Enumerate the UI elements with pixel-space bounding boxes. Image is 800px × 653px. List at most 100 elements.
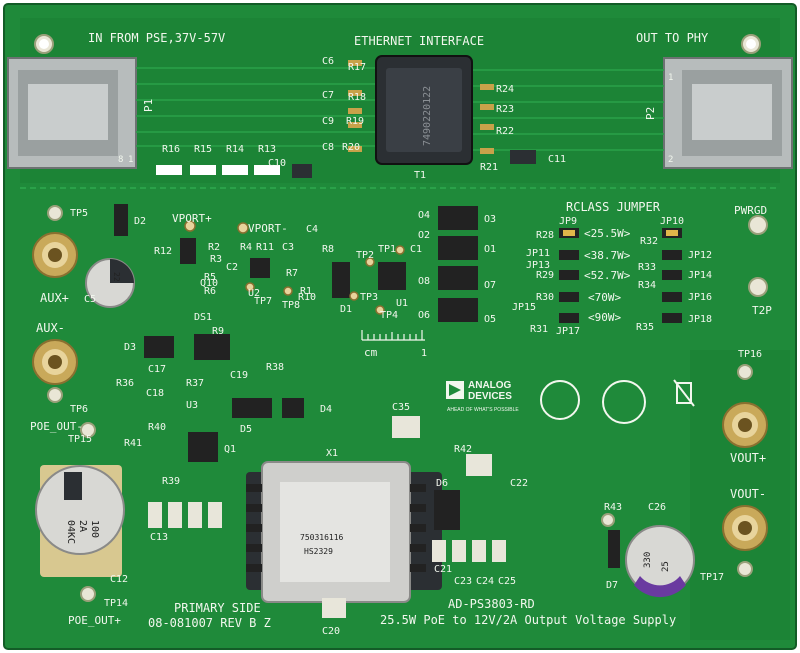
- top-smd-parts: [348, 60, 494, 154]
- p2-pin1: 1: [668, 73, 673, 83]
- ref-r30: R30: [536, 292, 554, 303]
- t1-part-number: 7490220122: [422, 86, 433, 146]
- rj45-p2-connector[interactable]: [663, 57, 793, 169]
- ref-r9: R9: [212, 326, 224, 337]
- ref-d2: D2: [134, 216, 146, 227]
- rclass-option-4: <70W>: [588, 291, 621, 304]
- ref-tp5: TP5: [70, 208, 88, 219]
- ref-r7: R7: [286, 268, 298, 279]
- ref-tp16: TP16: [738, 349, 762, 360]
- ref-o6: O6: [418, 310, 430, 321]
- c12-rating: 2A: [77, 520, 88, 532]
- ref-c26: C26: [648, 502, 666, 513]
- ref-c22: C22: [510, 478, 528, 489]
- rj45-p1-connector[interactable]: [7, 57, 137, 169]
- c12-electrolytic-capacitor: [35, 465, 125, 577]
- ref-c12: C12: [110, 574, 128, 585]
- ref-jp10: JP10: [660, 216, 684, 227]
- ref-r33: R33: [638, 262, 656, 273]
- ref-jp16: JP16: [688, 292, 712, 303]
- vout-plus-jack[interactable]: [722, 402, 768, 448]
- ref-jp15: JP15: [512, 302, 536, 313]
- ref-jp13: JP13: [526, 260, 550, 271]
- t1-marking: 7490220122: [422, 86, 433, 146]
- lower-smd-parts: [148, 416, 506, 618]
- ref-tp14: TP14: [104, 598, 128, 609]
- ref-q1: Q1: [224, 444, 236, 455]
- t1-ref: T1: [414, 170, 426, 181]
- ref-r3: R3: [210, 254, 222, 265]
- c26-rating: 25: [661, 561, 671, 572]
- ref-r39: R39: [162, 476, 180, 487]
- ref-u3: U3: [186, 400, 198, 411]
- ref-r8: R8: [322, 244, 334, 255]
- ref-q10: Q10: [200, 278, 218, 289]
- ref-r15: R15: [194, 144, 212, 155]
- ref-c5: C5: [84, 294, 96, 305]
- ref-r24: R24: [496, 84, 514, 95]
- component-markings: 750316116 HS2329 100 2A 04KC 22 330 25: [65, 272, 671, 572]
- x1-part-number: 750316116: [300, 533, 344, 542]
- c12-value: 100: [89, 520, 100, 538]
- t2p-label: T2P: [752, 304, 772, 317]
- ref-d6: D6: [436, 478, 448, 489]
- test-points[interactable]: [184, 220, 405, 315]
- ref-r29: R29: [536, 270, 554, 281]
- ref-tp1: TP1: [378, 244, 396, 255]
- t1-ethernet-transformer: [375, 55, 473, 165]
- ref-tp17: TP17: [700, 572, 724, 583]
- aux-minus-label: AUX-: [36, 321, 65, 335]
- aux-plus-jack[interactable]: [32, 232, 78, 278]
- ref-d4: D4: [320, 404, 332, 415]
- mosfet-array: [438, 206, 478, 322]
- ref-r18: R18: [348, 92, 366, 103]
- ref-tp7: TP7: [254, 296, 272, 307]
- ref-c23: C23: [454, 576, 472, 587]
- rclass-option-5: <90W>: [588, 311, 621, 324]
- ref-c1: C1: [410, 244, 422, 255]
- ref-r6: R6: [204, 286, 216, 297]
- ref-d5: D5: [240, 424, 252, 435]
- ref-r32: R32: [640, 236, 658, 247]
- ref-tp3: TP3: [360, 292, 378, 303]
- vout-minus-jack[interactable]: [722, 505, 768, 551]
- aux-minus-jack[interactable]: [32, 339, 78, 385]
- ref-o3: O3: [484, 214, 496, 225]
- ref-c4: C4: [306, 224, 318, 235]
- certification-marks: [540, 379, 695, 424]
- ref-c2: C2: [226, 262, 238, 273]
- ref-r19: R19: [346, 116, 364, 127]
- p2-pin2: 2: [668, 155, 673, 165]
- ref-r14: R14: [226, 144, 244, 155]
- rclass-option-2: <38.7W>: [584, 249, 631, 262]
- header-in-from-pse: IN FROM PSE,37V-57V: [88, 31, 225, 45]
- ref-d3: D3: [124, 342, 136, 353]
- poe-out-minus-label: POE_OUT-: [30, 420, 83, 433]
- rclass-title: RCLASS JUMPER: [566, 200, 661, 214]
- ref-r1: R1: [300, 286, 312, 297]
- primary-side-label: PRIMARY SIDE: [174, 601, 261, 615]
- vport-plus-label: VPORT+: [172, 212, 212, 225]
- output-region: [690, 350, 790, 640]
- ref-c20: C20: [322, 626, 340, 637]
- p1-pin8: 8: [118, 155, 123, 165]
- silkscreen: IN FROM PSE,37V-57V ETHERNET INTERFACE O…: [30, 31, 772, 630]
- p1-pin1: 1: [128, 155, 133, 165]
- p2-label: P2: [644, 107, 657, 120]
- ref-tp6: TP6: [70, 404, 88, 415]
- x1-power-transformer: [246, 461, 442, 603]
- ref-tp8: TP8: [282, 300, 300, 311]
- ref-c13: C13: [150, 532, 168, 543]
- ref-d7: D7: [606, 580, 618, 591]
- ref-tp2: TP2: [356, 250, 374, 261]
- ref-ds1: DS1: [194, 312, 212, 323]
- ruler-cm-label: cm: [364, 346, 378, 359]
- vout-plus-label: VOUT+: [730, 451, 766, 465]
- ref-jp12: JP12: [688, 250, 712, 261]
- ref-r12: R12: [154, 246, 172, 257]
- ref-jp9: JP9: [559, 216, 577, 227]
- c26-value: 330: [643, 552, 653, 568]
- ref-tp15: TP15: [68, 434, 92, 445]
- ref-c17: C17: [148, 364, 166, 375]
